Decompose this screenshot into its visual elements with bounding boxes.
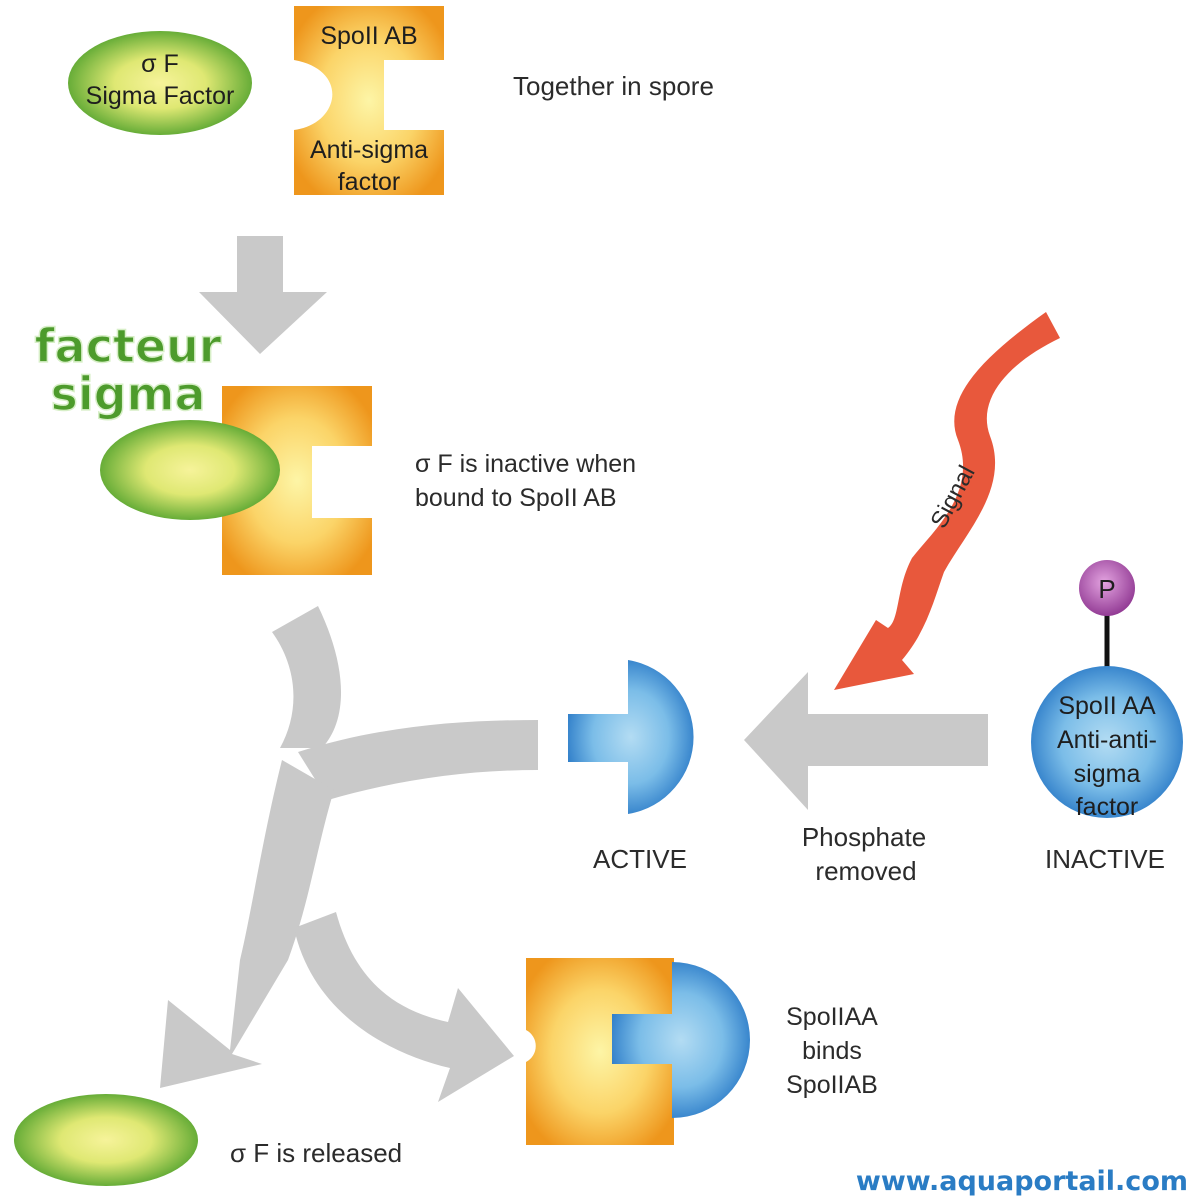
- inactive-label: INACTIVE: [1045, 844, 1165, 874]
- binds-caption-3: SpoIIAB: [786, 1071, 878, 1099]
- watermark: www.aquaportail.com: [856, 1166, 1188, 1197]
- sigma-factor-top: [68, 31, 252, 135]
- released-caption: σ F is released: [230, 1138, 402, 1168]
- spoiiab-middle: [222, 386, 372, 575]
- facteur-line2: sigma: [50, 367, 205, 421]
- spoiiab-bottom: [526, 958, 674, 1145]
- active-label: ACTIVE: [593, 844, 687, 874]
- spoiiab-top: [294, 6, 444, 195]
- spoiiaa-bound: [612, 962, 750, 1118]
- spoiiaa-active: [568, 660, 694, 814]
- signal-arrow: [834, 312, 1060, 690]
- sigma-factor-bound: [100, 420, 280, 520]
- phosphate-removed-2: removed: [815, 856, 916, 886]
- sigma-top-label-1: σ F: [141, 50, 179, 78]
- facteur-line1: facteur: [35, 319, 222, 373]
- spoiiaa-label-2: Anti-anti-: [1057, 726, 1157, 754]
- phosphate-label: P: [1098, 574, 1115, 604]
- sigma-top-label-2: Sigma Factor: [86, 82, 235, 110]
- antisigma-label-1: Anti-sigma: [310, 136, 428, 164]
- together-caption: Together in spore: [513, 71, 714, 101]
- split-arrow: [160, 606, 538, 1102]
- spoiiaa-label-4: factor: [1076, 793, 1139, 821]
- spoiiaa-label-1: SpoII AA: [1058, 692, 1156, 720]
- phosphate-group: [1079, 560, 1135, 616]
- left-arrow: [744, 672, 988, 810]
- phosphate-removed-1: Phosphate: [802, 822, 926, 852]
- spoiiaa-inactive: [1031, 666, 1183, 818]
- spoiiaa-label-3: sigma: [1074, 760, 1141, 788]
- binds-caption-2: binds: [802, 1037, 862, 1065]
- sigma-factor-released: [14, 1094, 198, 1186]
- inactive-caption-2: bound to SpoII AB: [415, 484, 617, 512]
- inactive-caption-1: σ F is inactive when: [415, 450, 636, 478]
- down-arrow: [199, 236, 327, 354]
- binds-caption-1: SpoIIAA: [786, 1003, 878, 1031]
- spoiiab-top-label: SpoII AB: [320, 22, 417, 50]
- antisigma-label-2: factor: [338, 168, 401, 196]
